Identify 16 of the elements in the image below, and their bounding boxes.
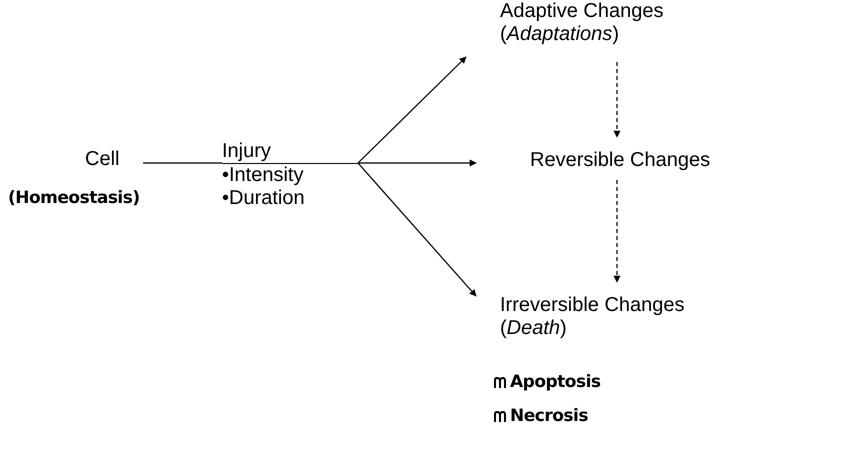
arrow	[358, 56, 466, 164]
node-label: Irreversible Changes (Death)	[500, 294, 686, 340]
handwritten-note: Necrosis	[510, 405, 588, 428]
node-label: Cell	[85, 148, 120, 171]
handwritten-note: Apoptosis	[510, 371, 601, 394]
node-label: Reversible Changes	[530, 149, 710, 172]
bullet-text: •Intensity	[222, 164, 304, 187]
arrow	[358, 162, 476, 297]
dashed-arrow	[614, 180, 620, 283]
bullet-text: •Duration	[222, 187, 305, 210]
arrow	[358, 160, 477, 166]
handwritten-note: (Homeostasis)	[8, 187, 140, 210]
node-label: Injury	[222, 140, 271, 163]
connector-line	[143, 162, 222, 164]
node-label: Adaptive Changes (Adaptations)	[500, 0, 664, 46]
dashed-arrow	[614, 62, 620, 138]
